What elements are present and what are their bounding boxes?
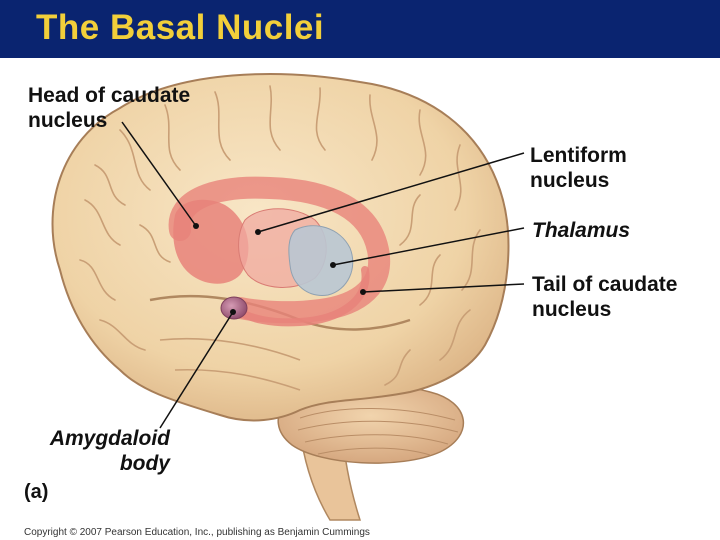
panel-label: (a) xyxy=(24,481,49,503)
caudate-nucleus xyxy=(168,176,391,324)
leader-dots xyxy=(193,223,366,315)
label-line: nucleus xyxy=(28,109,108,132)
amygdaloid-body xyxy=(220,296,248,320)
leader-lines xyxy=(121,121,525,429)
label-line: body xyxy=(119,452,170,475)
label-line: Head of caudate xyxy=(28,84,191,107)
label-amygdaloid-body: Amygdaloid body xyxy=(40,426,170,476)
leader-tail-caudate xyxy=(362,283,525,293)
slide-title: The Basal Nuclei xyxy=(36,8,325,47)
leader-lentiform xyxy=(257,152,525,233)
label-line: nucleus xyxy=(530,169,610,192)
label-tail-of-caudate-nucleus: Tail of caudate nucleus xyxy=(532,272,677,322)
label-lentiform-nucleus: Lentiform nucleus xyxy=(530,143,627,193)
copyright-notice: Copyright © 2007 Pearson Education, Inc.… xyxy=(24,527,370,538)
label-line: Lentiform xyxy=(530,144,627,167)
leader-head-caudate xyxy=(121,121,197,227)
leader-amygdaloid xyxy=(159,311,234,429)
temporal-gyri xyxy=(159,337,301,391)
gyri-pattern xyxy=(79,85,481,386)
label-line: nucleus xyxy=(532,298,612,321)
label-line: Amygdaloid xyxy=(49,427,170,450)
thalamus xyxy=(288,225,354,296)
label-line: Tail of caudate xyxy=(532,273,678,296)
cerebellum-folia xyxy=(297,408,459,456)
label-thalamus: Thalamus xyxy=(532,219,631,242)
label-head-of-caudate-nucleus: Head of caudate nucleus xyxy=(28,83,190,133)
title-bar: The Basal Nuclei xyxy=(0,0,720,58)
leader-thalamus xyxy=(332,227,525,266)
